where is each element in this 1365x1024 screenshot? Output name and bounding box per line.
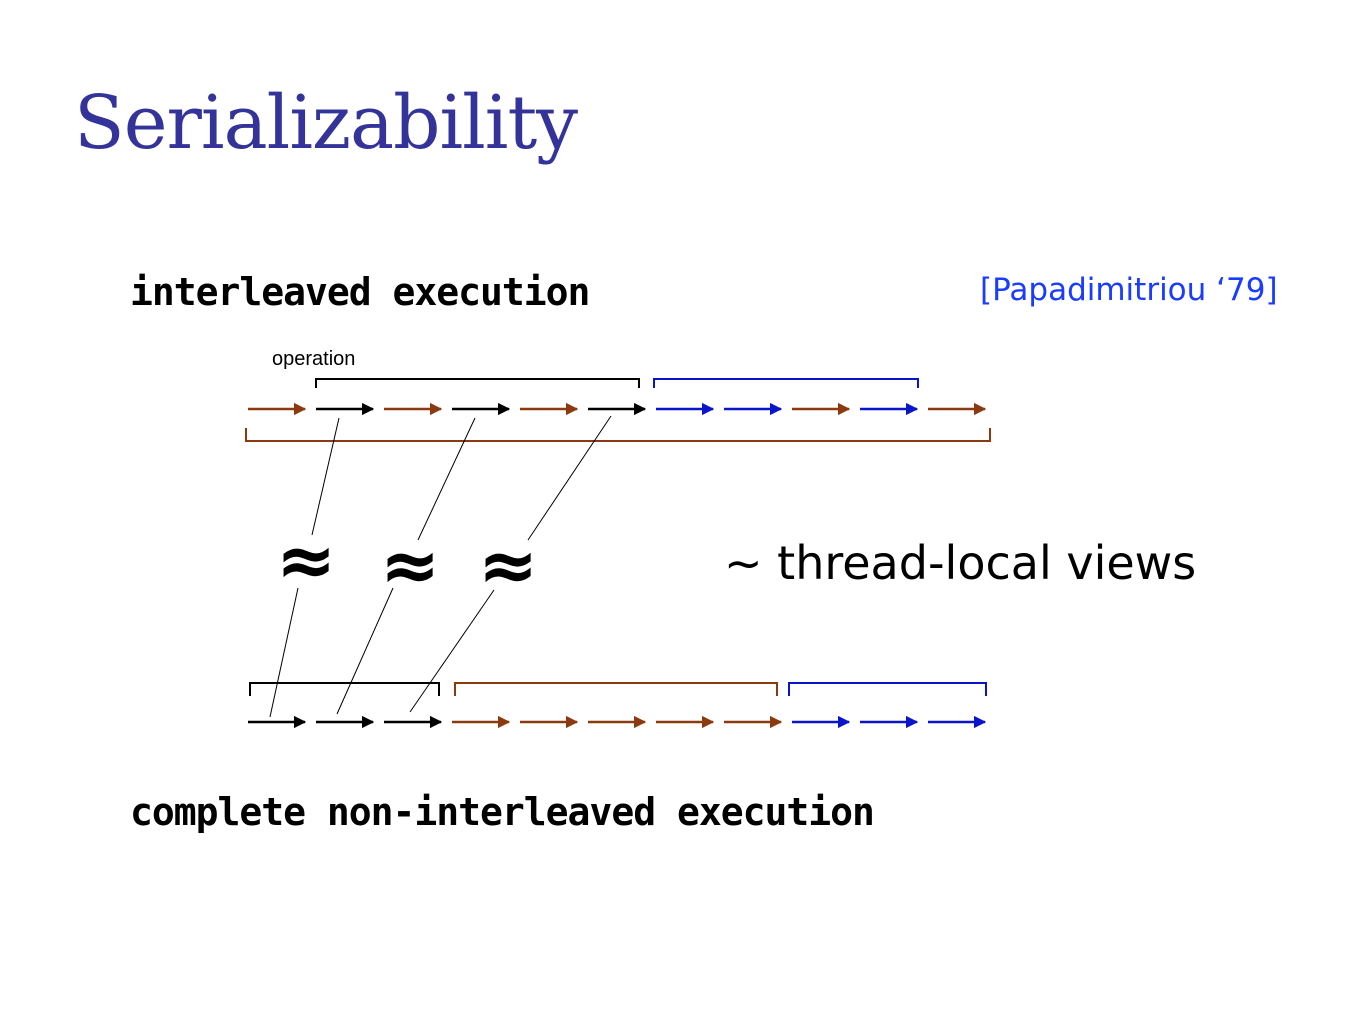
thread-bracket-brown	[245, 428, 991, 442]
non-interleaved-execution-label: complete non-interleaved execution	[130, 790, 875, 834]
bracket-brown-thread	[454, 682, 778, 696]
operation-bracket-blue	[653, 378, 919, 388]
bracket-blue-thread	[788, 682, 987, 696]
approx-symbol: ≈	[276, 518, 336, 602]
thread-local-views-label: ~ thread-local views	[724, 536, 1197, 590]
approx-symbol: ≈	[380, 523, 440, 607]
operation-bracket-black	[315, 378, 640, 388]
approx-symbol: ≈	[478, 523, 538, 607]
connector-line	[417, 417, 476, 541]
slide-title: Serializability	[74, 80, 578, 166]
citation: [Papadimitriou ‘79]	[980, 272, 1278, 308]
connector-line	[527, 415, 612, 541]
connector-line	[269, 587, 299, 718]
operation-label: operation	[272, 348, 356, 370]
connector-line	[409, 589, 495, 713]
connector-line	[311, 417, 340, 536]
bracket-black-thread	[249, 682, 440, 696]
interleaved-execution-label: interleaved execution	[130, 270, 590, 314]
correspondence-lines	[269, 415, 612, 718]
connector-line	[336, 587, 394, 715]
